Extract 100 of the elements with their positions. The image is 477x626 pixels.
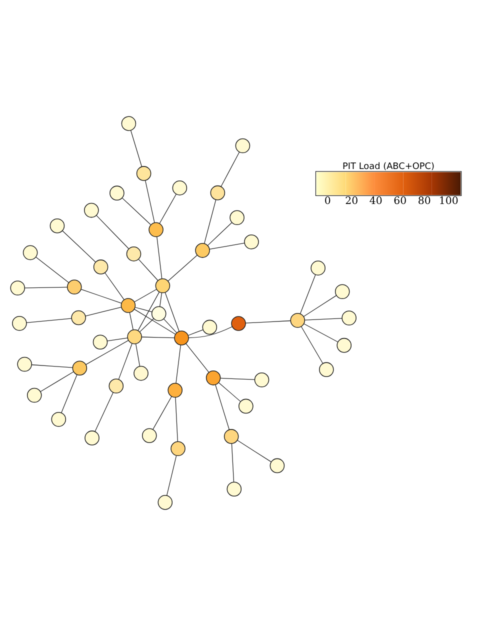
connector <box>164 292 180 332</box>
node-circle <box>51 412 66 427</box>
connector <box>188 329 204 336</box>
connector <box>220 152 240 187</box>
node-circle <box>174 330 189 346</box>
connector <box>139 318 154 332</box>
node-circle <box>244 234 259 250</box>
node-circle <box>158 495 173 510</box>
node-circle <box>10 280 26 296</box>
node-circle <box>71 310 86 326</box>
connector <box>152 396 172 430</box>
connector <box>134 289 157 302</box>
node-circle <box>172 180 188 196</box>
node-circle <box>230 210 244 226</box>
connector <box>145 180 155 224</box>
node-circle <box>151 306 166 322</box>
node-circle <box>93 260 108 274</box>
connector <box>160 292 162 307</box>
label: 80 <box>418 196 431 207</box>
node-circle <box>231 316 246 331</box>
node-circle <box>108 378 124 394</box>
node-circle <box>22 245 38 260</box>
connector <box>207 222 232 246</box>
node-circle <box>270 458 285 474</box>
connector <box>31 364 73 368</box>
connector <box>94 392 114 432</box>
node-circle <box>202 320 218 335</box>
node-circle <box>66 280 82 294</box>
connector <box>304 323 338 342</box>
connector <box>138 292 160 331</box>
node-circle <box>235 138 250 154</box>
connector <box>130 130 142 168</box>
connector <box>166 455 177 496</box>
connector <box>85 306 122 316</box>
node-circle <box>226 482 242 496</box>
label: 40 <box>369 196 382 207</box>
connector <box>245 320 291 324</box>
connector <box>141 336 175 338</box>
connector <box>61 374 78 414</box>
connector <box>176 344 181 384</box>
node-circle <box>319 362 334 377</box>
connector <box>134 308 176 335</box>
node-circle <box>92 334 108 350</box>
node-circle <box>50 218 65 234</box>
connector <box>304 318 342 320</box>
node-circle <box>120 298 136 313</box>
node-circle <box>121 116 136 131</box>
connector <box>204 199 216 244</box>
connector <box>215 384 230 430</box>
node-circle <box>210 185 226 200</box>
node-circle <box>238 398 254 414</box>
node-circle <box>254 372 270 388</box>
node-circle <box>334 284 350 300</box>
connector <box>300 326 324 364</box>
connector <box>209 242 245 250</box>
connector <box>220 378 255 380</box>
connector <box>96 215 130 250</box>
node-circle <box>110 186 124 200</box>
node-circle <box>336 338 352 353</box>
node-circle <box>168 382 183 398</box>
label: 20 <box>345 196 358 207</box>
label: PIT Load (ABC+OPC) <box>342 162 434 172</box>
node-circle <box>342 310 356 326</box>
connector <box>104 272 124 300</box>
label: 0 <box>324 196 331 207</box>
node-circle <box>148 222 164 238</box>
connector <box>163 318 178 334</box>
node-circle <box>72 360 88 376</box>
connector <box>175 397 178 442</box>
connector <box>86 340 129 365</box>
node-circle <box>126 246 142 262</box>
connector <box>138 259 158 281</box>
connector <box>40 371 74 392</box>
connector <box>26 318 72 324</box>
connector <box>107 338 128 342</box>
node-circle <box>310 260 326 276</box>
label: 60 <box>394 196 407 207</box>
node-circle <box>127 329 142 344</box>
connector <box>118 343 132 380</box>
node-circle <box>290 312 306 328</box>
connector <box>122 198 152 226</box>
connector <box>168 254 198 282</box>
connector <box>231 443 234 482</box>
label: 100 <box>438 196 458 207</box>
connector <box>303 295 337 317</box>
connector <box>186 343 210 373</box>
node-circle <box>84 430 100 446</box>
connector <box>218 382 241 402</box>
connector <box>156 236 162 279</box>
connector <box>24 286 68 288</box>
node-circle <box>206 370 221 386</box>
connector <box>62 230 96 262</box>
connector <box>134 307 152 312</box>
connector <box>36 256 70 283</box>
connector <box>300 274 316 314</box>
connector <box>129 312 134 330</box>
node-circle <box>17 356 32 372</box>
node-circle <box>142 428 157 443</box>
node-circle <box>84 202 99 218</box>
node-circle <box>170 441 186 456</box>
